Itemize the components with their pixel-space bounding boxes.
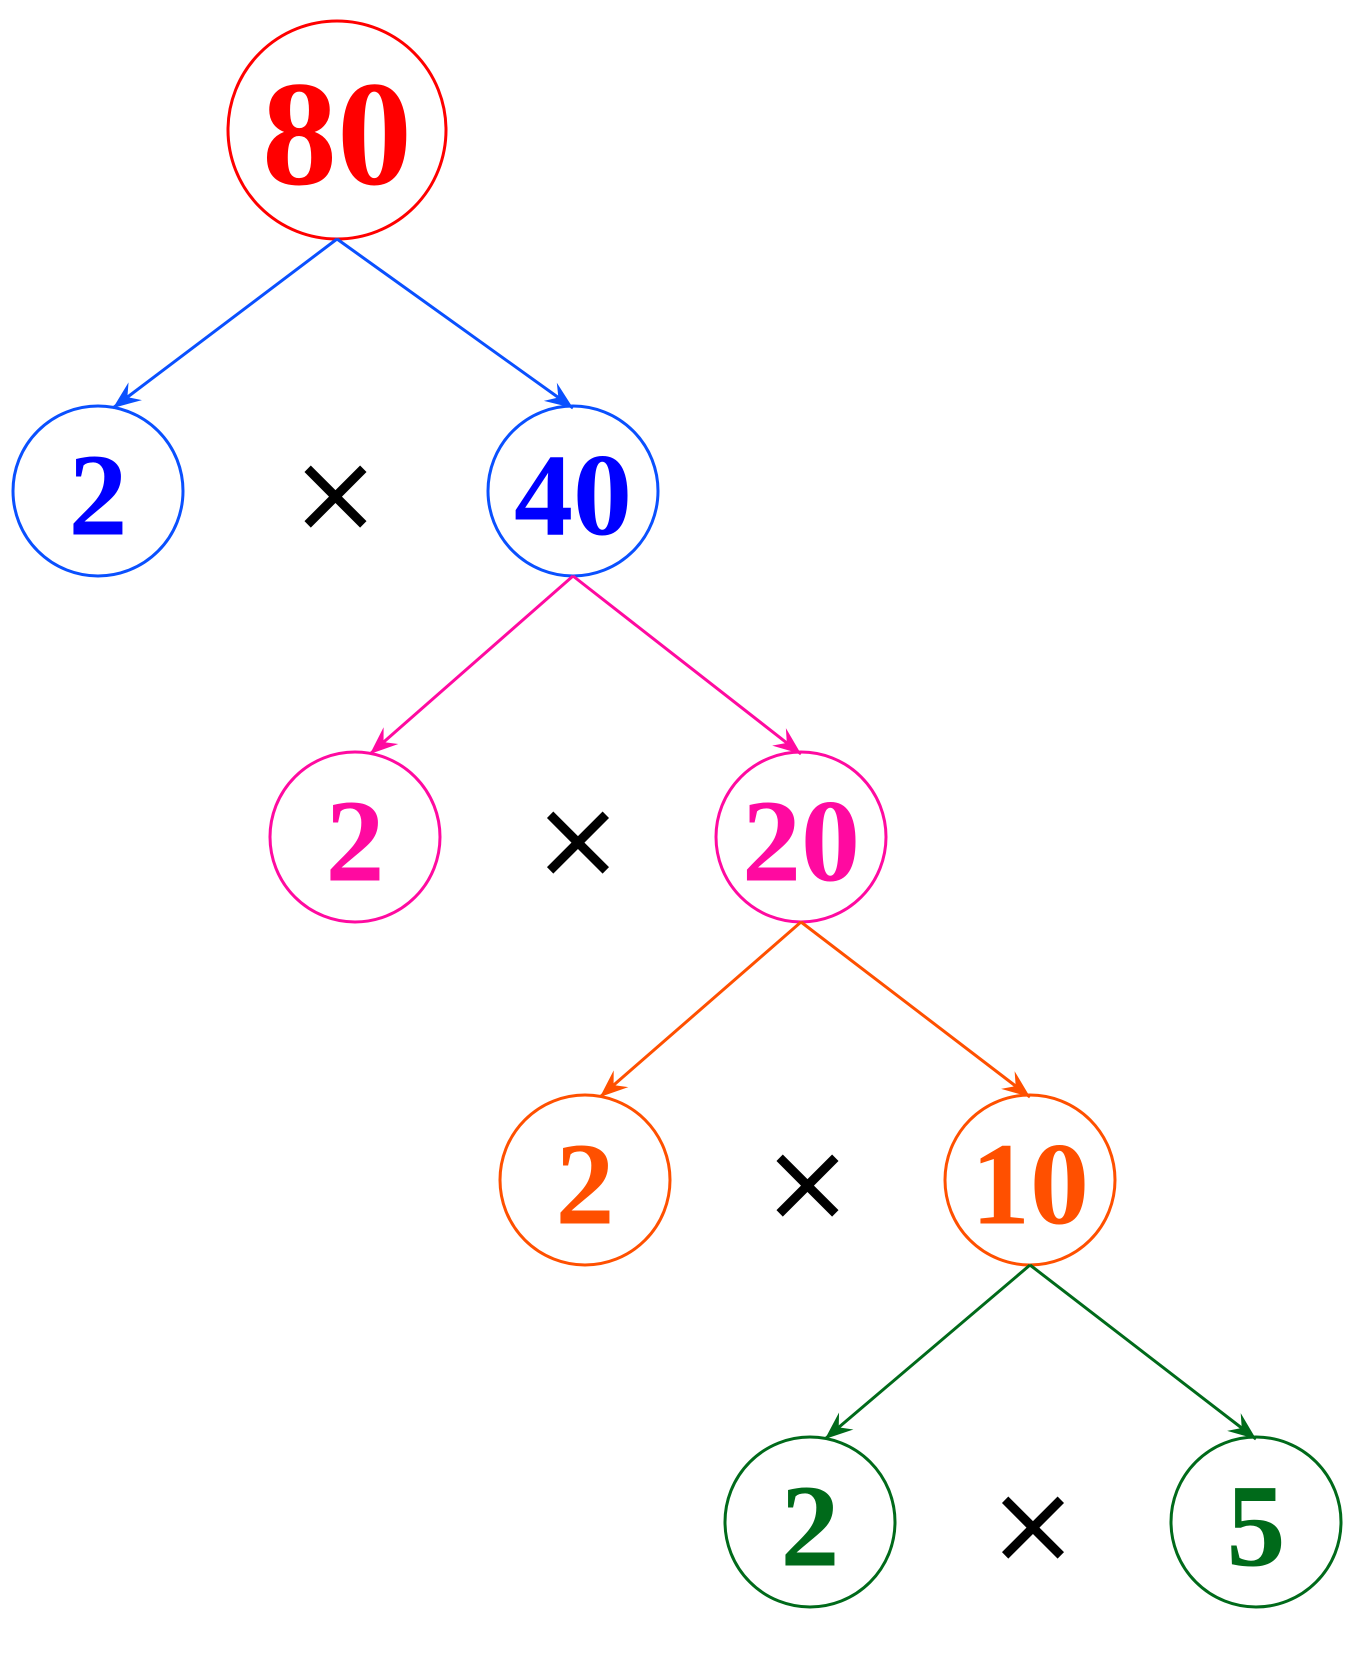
edge-4-right	[1029, 1263, 1257, 1441]
times-icon-1: ×	[289, 429, 381, 557]
times-icon-2: ×	[532, 775, 624, 903]
edge-1-left	[112, 237, 338, 410]
level-3-right-node-label: 10	[971, 1119, 1089, 1250]
edge-4-right-arrowhead	[1227, 1413, 1256, 1439]
times-icon-4: ×	[987, 1460, 1079, 1588]
edge-3-left-arrowhead	[600, 1070, 629, 1097]
edge-4-left	[824, 1263, 1031, 1441]
level-2-left-node-circle	[268, 750, 442, 924]
edge-1-right-arrowhead	[543, 382, 573, 408]
level-1-right-node-label: 40	[514, 430, 632, 561]
level-2-right-node-label: 20	[742, 776, 860, 907]
edge-1-left-arrowhead	[113, 382, 142, 408]
level-1-left-node-label: 2	[69, 430, 128, 561]
level-1-left-node-circle	[11, 404, 185, 578]
edge-3-right	[800, 920, 1031, 1099]
level-3-left-node-circle	[498, 1093, 672, 1267]
edge-2-right	[572, 574, 802, 756]
level-2-left-node-label: 2	[326, 776, 385, 907]
level-4-left-node-label: 2	[781, 1461, 840, 1592]
root-node-label: 80	[262, 51, 412, 217]
level-4-right-node-label: 5	[1227, 1461, 1286, 1592]
edge-1-right	[336, 237, 574, 410]
edge-2-left	[369, 574, 574, 756]
edge-4-left-arrowhead	[825, 1412, 854, 1439]
level-4-left-node-circle	[723, 1435, 897, 1609]
edge-3-right-arrowhead	[1001, 1071, 1030, 1097]
edge-3-left	[599, 920, 802, 1099]
level-4-right-node-circle	[1169, 1435, 1343, 1609]
times-icon-3: ×	[761, 1118, 853, 1246]
edge-2-right-arrowhead	[772, 728, 801, 754]
edge-2-left-arrowhead	[370, 727, 399, 754]
level-3-left-node-label: 2	[556, 1119, 615, 1250]
